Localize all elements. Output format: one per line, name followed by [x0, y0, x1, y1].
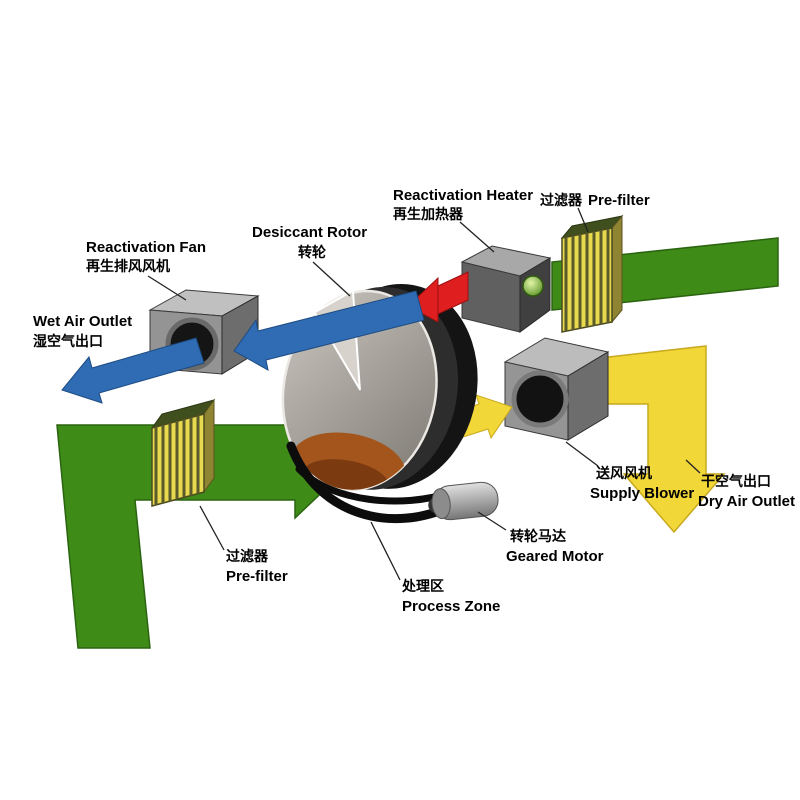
geared-motor	[428, 481, 499, 521]
supply-blower-unit	[503, 337, 610, 441]
label-reactivation-fan-en: Reactivation Fan	[86, 239, 206, 256]
label-reactivation-heater-zh: 再生加热器	[393, 206, 464, 223]
label-prefilter-bottom-zh: 过滤器	[226, 548, 269, 565]
blower-side-face	[567, 351, 609, 441]
label-process-zone-zh: 处理区	[401, 578, 444, 595]
leader-desiccant-rotor	[312, 261, 351, 297]
label-reactivation-heater-en: Reactivation Heater	[393, 187, 533, 204]
label-geared-motor-zh: 转轮马达	[510, 528, 566, 545]
label-dry-air-outlet-zh: 干空气出口	[701, 473, 771, 490]
label-reactivation-fan-zh: 再生排风风机	[86, 258, 170, 275]
leader-reactivation-heater	[459, 221, 495, 253]
filter-side-face	[203, 398, 215, 494]
label-prefilter-top-en: Pre-filter	[588, 192, 650, 209]
leader-dry-air-outlet	[685, 459, 701, 474]
leader-supply-blower	[565, 441, 599, 467]
motor-end-cap	[431, 488, 451, 520]
label-process-zone-en: Process Zone	[402, 598, 500, 615]
label-wet-air-outlet-en: Wet Air Outlet	[33, 313, 132, 330]
wet-air-to-fan-arrow	[233, 290, 425, 371]
label-desiccant-rotor-en: Desiccant Rotor	[252, 224, 367, 241]
label-dry-air-outlet-en: Dry Air Outlet	[698, 493, 795, 510]
reactivation-heater-unit	[460, 245, 552, 333]
filter-side-face	[611, 214, 623, 324]
label-wet-air-outlet-zh: 湿空气出口	[33, 333, 103, 350]
pre-filter-bottom	[150, 398, 216, 507]
leader-reactivation-fan	[147, 275, 187, 301]
blower-inlet-opening	[511, 370, 569, 428]
wet-air-outlet-arrow	[61, 337, 205, 404]
heater-indicator-lens	[522, 275, 544, 297]
label-supply-blower-zh: 送风风机	[595, 465, 652, 482]
leader-process-zone	[370, 521, 401, 581]
label-supply-blower-en: Supply Blower	[590, 485, 694, 502]
pre-filter-top	[560, 214, 624, 333]
dry-air-outlet-arrow	[599, 345, 726, 534]
hot-air-arrow-head	[407, 276, 439, 323]
label-prefilter-top-zh: 过滤器	[540, 192, 583, 209]
label-desiccant-rotor-zh: 转轮	[298, 244, 326, 261]
hot-air-arrow	[407, 271, 469, 323]
filter-pleats	[564, 228, 610, 332]
label-prefilter-bottom-en: Pre-filter	[226, 568, 288, 585]
label-geared-motor-en: Geared Motor	[506, 548, 604, 565]
leader-prefilter-top	[577, 207, 589, 233]
leader-geared-motor	[477, 511, 507, 531]
leader-prefilter-bottom	[199, 505, 225, 551]
